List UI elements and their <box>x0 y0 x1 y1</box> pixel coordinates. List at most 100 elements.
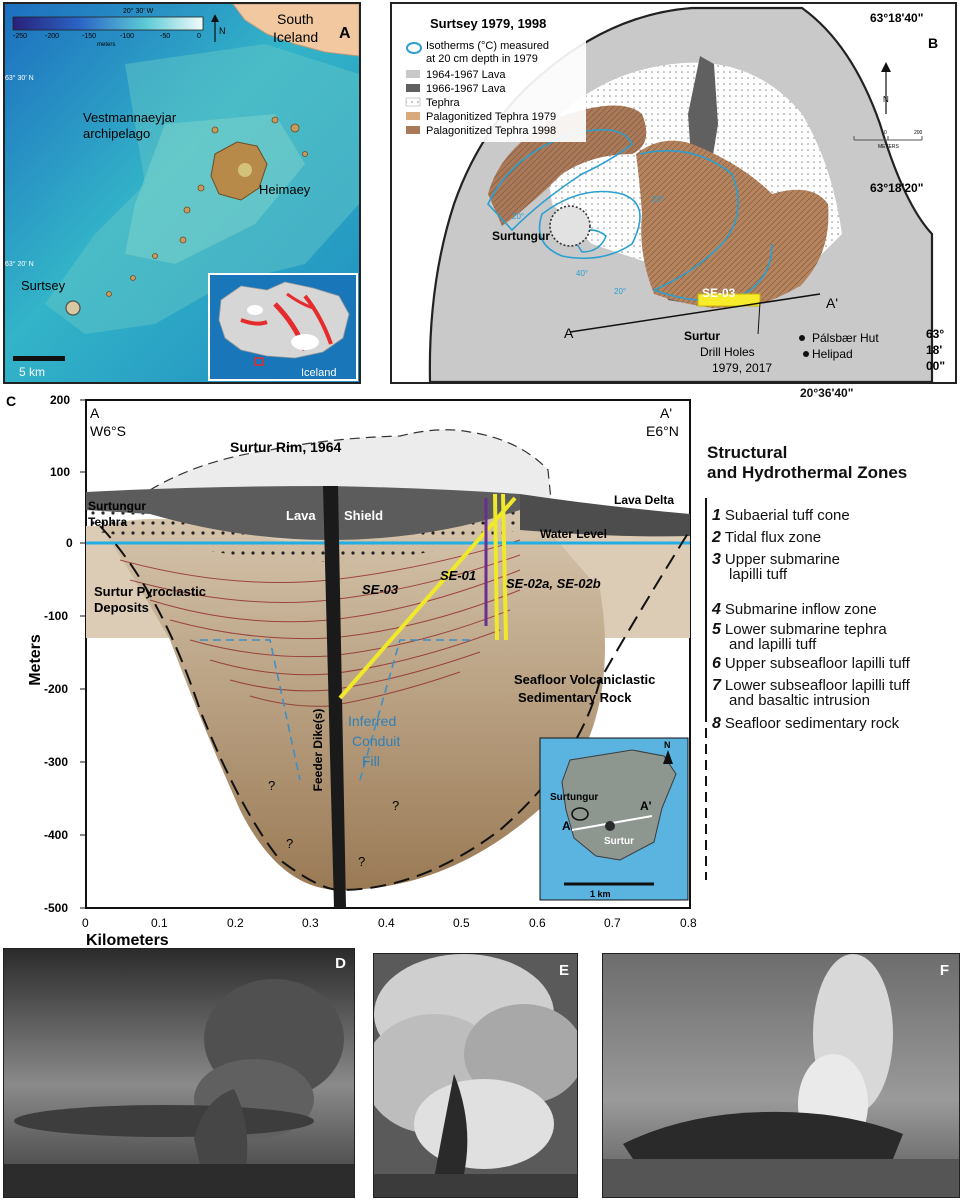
isotherm-label: 20° <box>652 195 664 204</box>
section-end-a: A <box>90 405 100 421</box>
pyroclastic-funnel <box>100 498 605 890</box>
y-tick-label: 0 <box>66 536 73 550</box>
svg-text:0: 0 <box>884 130 887 136</box>
surtsey-inset-map: Surtungur A A' Surtur 1 km N <box>539 737 689 901</box>
inset-north-label: N <box>664 740 671 750</box>
latitude-label: 63° <box>926 327 944 341</box>
seafloor-label: Seafloor Volcaniclastic <box>514 672 655 687</box>
surtungur-label: Surtungur <box>492 229 550 243</box>
helipad-label: Helipad <box>812 347 853 361</box>
latitude-label: 18' <box>926 343 942 357</box>
legend-tick: 0 <box>197 33 201 40</box>
legend-units: meters <box>97 42 115 48</box>
archipelago-label: archipelago <box>83 126 150 141</box>
iceland-inset-map: Iceland <box>208 273 358 381</box>
photo-f-eruption: F <box>602 953 960 1198</box>
section-end-a-prime: A' <box>660 405 672 421</box>
uncertainty-mark: ? <box>268 778 275 793</box>
se02-borehole <box>493 493 499 641</box>
latitude-label: 63° 20' N <box>5 260 34 268</box>
panel-a-map: -250 -200 -150 -100 -50 0 meters 20° 30'… <box>3 2 361 384</box>
lava-label: Lava <box>286 508 316 523</box>
south-iceland-label: Iceland <box>273 29 318 45</box>
legend-label: Isotherms (°C) measured <box>426 40 549 52</box>
se02-label: SE-02a, SE-02b <box>506 576 601 591</box>
legend-tick: -250 <box>13 33 27 40</box>
legend-tick: -100 <box>120 33 134 40</box>
drill-holes-label: 1979, 2017 <box>712 361 772 375</box>
pyroclastic-label: Deposits <box>94 600 149 615</box>
isotherm-label: 20° <box>614 287 626 296</box>
surtungur-tephra-label: Surtungur <box>88 499 146 513</box>
bathymetry-map: -250 -200 -150 -100 -50 0 meters 20° 30'… <box>5 4 359 382</box>
y-axis-title: Meters <box>27 634 44 686</box>
hut-label: Pálsbær Hut <box>812 331 879 345</box>
south-iceland-label: South <box>277 11 314 27</box>
inset-a-label: A <box>562 819 571 833</box>
surtur-rim-label: Surtur Rim, 1964 <box>230 439 341 455</box>
svg-text:200: 200 <box>914 130 923 136</box>
svg-text:N: N <box>219 26 226 36</box>
inset-surtur-label: Surtur <box>604 836 634 847</box>
isotherm-label: 40° <box>576 269 588 278</box>
legend-swatch <box>405 97 421 107</box>
legend-label: 1964-1967 Lava <box>426 69 506 81</box>
legend-label: 1966-1967 Lava <box>426 83 506 95</box>
south-iceland-land <box>232 4 359 57</box>
legend-label: Tephra <box>426 97 461 109</box>
se01-label: SE-01 <box>440 568 476 583</box>
feeder-dike-label: Feeder Dike(s) <box>311 709 325 792</box>
x-tick-label: 0.6 <box>529 916 546 930</box>
conduit-label: Conduit <box>352 733 400 749</box>
section-direction: E6°N <box>646 423 679 439</box>
latitude-label: 63°18'20" <box>870 181 923 195</box>
section-end-a: A <box>564 325 574 341</box>
heimaey-label: Heimaey <box>259 182 311 197</box>
x-tick-label: 0.8 <box>680 916 697 930</box>
se03-trace <box>697 293 761 307</box>
north-arrow-icon: N <box>211 14 226 42</box>
drill-holes-label: Drill Holes <box>700 345 755 359</box>
svg-text:METERS: METERS <box>878 144 900 150</box>
panel-label: E <box>558 962 569 979</box>
legend-label: Palagonitized Tephra 1979 <box>426 111 556 123</box>
surtungur-crater <box>549 205 591 247</box>
lava-delta-label: Lava Delta <box>614 493 674 507</box>
x-tick-label: 0 <box>82 916 89 930</box>
eruption-photo <box>4 949 354 1197</box>
conduit-label: Fill <box>362 753 380 769</box>
map-title: Surtsey 1979, 1998 <box>430 16 546 31</box>
zones-title-line: and Hydrothermal Zones <box>707 463 908 482</box>
conduit-fill-outline <box>200 639 470 781</box>
legend-tick: -50 <box>160 33 170 40</box>
x-axis-title: Kilometers <box>86 932 169 949</box>
legend-swatch <box>406 112 420 120</box>
photo-d-eruption: D <box>3 948 355 1198</box>
map-scale-bar: 0 200 METERS <box>853 130 923 150</box>
surtsey-island <box>65 300 81 316</box>
depth-legend-bar <box>12 16 204 31</box>
conduit-label: Inferred <box>348 713 396 729</box>
isotherm-label: 20° <box>512 212 524 221</box>
zones-title: Structural and Hydrothermal Zones <box>707 443 959 483</box>
x-tick-label: 0.4 <box>378 916 395 930</box>
seafloor-label: Sedimentary Rock <box>518 690 632 705</box>
eruption-photo <box>603 954 959 1197</box>
scale-label: 5 km <box>19 365 45 379</box>
latitude-label: 63° 30' N <box>5 74 34 82</box>
panel-c-cross-section: C <box>0 390 962 950</box>
uncertainty-mark: ? <box>358 854 365 869</box>
panel-b-map: Surtsey 1979, 1998 Isotherms (°C) measur… <box>390 2 957 384</box>
uncertainty-mark: ? <box>392 798 399 813</box>
svg-text:N: N <box>883 95 889 104</box>
x-tick-label: 0.1 <box>151 916 168 930</box>
longitude-label: 20° 30' W <box>123 7 154 15</box>
archipelago-label: Vestmannaeyjar <box>83 110 177 125</box>
section-end-a-prime: A' <box>826 295 838 311</box>
x-tick-label: 0.3 <box>302 916 319 930</box>
